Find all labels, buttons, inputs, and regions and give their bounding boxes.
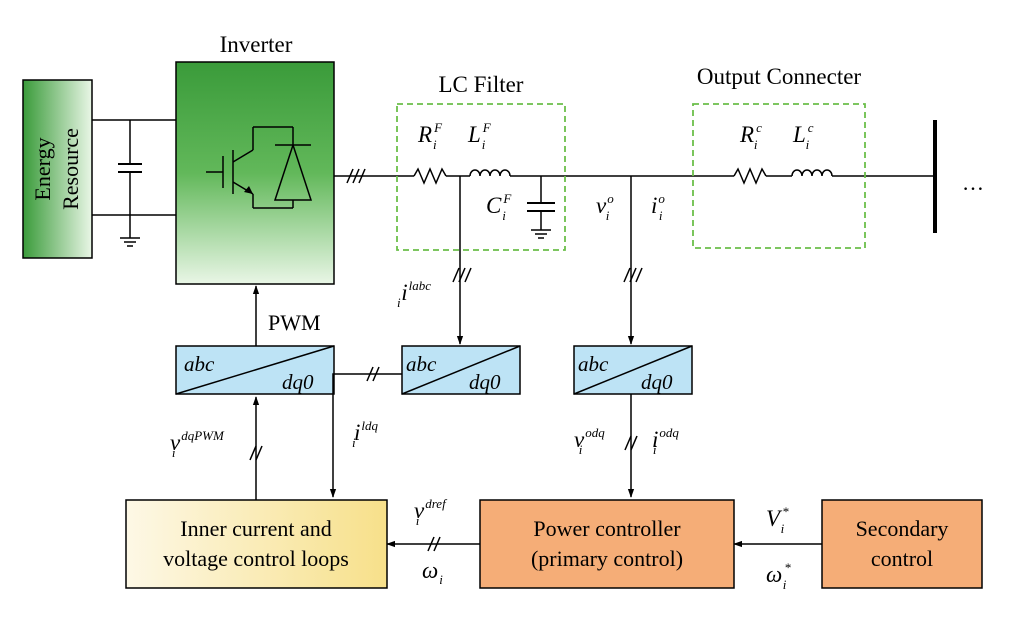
symbol-vstar: V*i bbox=[766, 504, 789, 536]
continuation-ellipsis: … bbox=[962, 170, 984, 195]
inner-loop-block: Inner current and voltage control loops bbox=[125, 499, 388, 589]
secondary-control-line1: Secondary bbox=[856, 516, 949, 541]
energy-resource-block: Energy Resource bbox=[22, 79, 93, 259]
converter-voltage-dq0: dq0 bbox=[641, 370, 673, 394]
igbt-diode-icon bbox=[206, 126, 313, 209]
energy-resource-label-line2: Resource bbox=[58, 128, 83, 210]
symbol-omega: ωi bbox=[422, 558, 443, 587]
power-controller-line1: Power controller bbox=[533, 516, 681, 541]
converter-current-abc: abc bbox=[406, 352, 437, 376]
converter-pwm-abc: abc bbox=[184, 352, 215, 376]
pwm-label: PWM bbox=[268, 310, 321, 335]
dc-link bbox=[92, 119, 176, 247]
power-line bbox=[334, 120, 937, 233]
converter-voltage: abc dq0 bbox=[573, 345, 693, 395]
inner-loop-line1: Inner current and bbox=[180, 516, 331, 541]
converter-current: abc dq0 bbox=[401, 345, 521, 395]
lc-filter-dashed-box bbox=[396, 103, 566, 251]
converter-pwm: abc dq0 bbox=[175, 345, 335, 395]
inverter-block bbox=[175, 61, 335, 285]
inverter-title: Inverter bbox=[220, 32, 293, 57]
output-connecter-dashed-box bbox=[692, 103, 866, 249]
secondary-control-line2: control bbox=[871, 546, 933, 571]
energy-resource-label-line1: Energy bbox=[30, 137, 55, 200]
inner-loop-line2: voltage control loops bbox=[163, 546, 349, 571]
converter-current-dq0: dq0 bbox=[469, 370, 501, 394]
control-signals bbox=[249, 366, 822, 552]
power-controller-block: Power controller (primary control) bbox=[479, 499, 735, 589]
converter-voltage-abc: abc bbox=[578, 352, 609, 376]
converter-pwm-dq0: dq0 bbox=[282, 370, 314, 394]
lc-filter-title: LC Filter bbox=[439, 72, 524, 97]
symbol-omegastar: ω*i bbox=[766, 560, 791, 592]
output-connecter-title: Output Connecter bbox=[697, 64, 861, 89]
measurement-taps bbox=[452, 176, 643, 345]
secondary-control-block: Secondary control bbox=[821, 499, 983, 589]
filter-capacitor bbox=[527, 176, 555, 239]
power-controller-line2: (primary control) bbox=[531, 546, 683, 571]
